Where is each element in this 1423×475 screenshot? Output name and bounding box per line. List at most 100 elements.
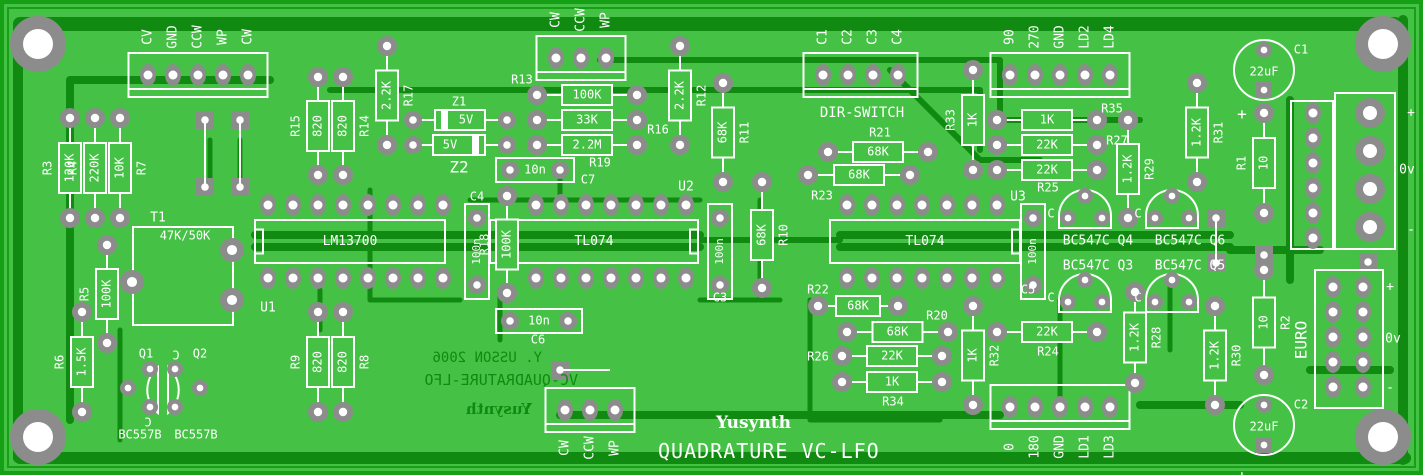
resistor-body [1203, 329, 1227, 382]
resistor-ref: R7 [135, 161, 149, 175]
resistor-ref: R12 [695, 85, 709, 107]
resistor-body [561, 134, 613, 156]
drill-hole [1123, 213, 1133, 223]
resistor-body [561, 84, 613, 106]
resistor-body [561, 109, 613, 131]
drill-hole [813, 301, 823, 311]
drill-hole [1363, 182, 1377, 196]
drill-hole [917, 273, 927, 283]
power-header-mta: +0v- [1290, 92, 1415, 250]
power-header-label: EURO [1292, 321, 1311, 360]
ic-value: TL074 [574, 234, 613, 249]
resistor-value: 100K [573, 88, 603, 102]
resistor-value: 68K [867, 145, 889, 159]
capacitor-value: 10n [528, 314, 550, 328]
drill-hole [77, 407, 87, 417]
drill-hole [681, 273, 691, 283]
drill-hole [1259, 108, 1269, 118]
drill-hole [1080, 402, 1090, 412]
drill-hole [1029, 214, 1037, 222]
resistor-body [1021, 109, 1073, 131]
capacitor-outline [495, 308, 583, 334]
drill-hole [942, 273, 952, 283]
header-pin-label: GND [1053, 435, 1068, 459]
resistor-ref: R23 [811, 189, 833, 203]
resistor-ref: R14 [358, 115, 372, 137]
resistor-value: 100K [500, 229, 514, 259]
resistor-ref: R32 [988, 345, 1002, 367]
collector-mark: C [1047, 207, 1054, 221]
drill-hole [968, 165, 978, 175]
resistor-value: 68K [755, 223, 769, 245]
capacitor-value: 22uF [1250, 420, 1279, 434]
header-pin-label: WP [216, 29, 231, 45]
drill-hole [1328, 382, 1338, 392]
drill-hole [968, 400, 978, 410]
drill-hole [893, 70, 903, 80]
drill-hole [1363, 220, 1377, 234]
resistor-body [866, 345, 918, 367]
diode-value: 5V [459, 113, 473, 127]
drill-hole [632, 115, 642, 125]
drill-hole [1363, 144, 1377, 158]
drill-hole [837, 351, 847, 361]
drill-hole [1358, 332, 1368, 342]
header-outline [535, 35, 627, 81]
capacitor-ref: C5 [1021, 283, 1035, 297]
resistor-body [70, 336, 94, 388]
drill-hole [842, 200, 852, 210]
resistor-body [58, 142, 82, 194]
capacitor-value: 100n [1026, 238, 1039, 265]
header-pin-label: C2 [841, 29, 856, 45]
drill-hole [168, 70, 178, 80]
header-pin-label: WP [599, 12, 614, 28]
drill-hole [126, 276, 138, 288]
drill-hole [1358, 382, 1368, 392]
drill-hole [581, 200, 591, 210]
resistor-ref: R3 [41, 161, 55, 175]
header-pin-label: GND [166, 25, 181, 49]
collector-mark: C [172, 348, 179, 362]
resistor-ref: R4 [66, 161, 80, 175]
drill-hole [409, 141, 417, 149]
drill-hole [631, 273, 641, 283]
resistor-body [961, 94, 985, 146]
resistor-ref: R25 [1037, 181, 1059, 195]
header-outline [802, 52, 919, 98]
drill-hole [867, 200, 877, 210]
power-plus: + [1407, 106, 1415, 121]
drill-hole [1328, 307, 1338, 317]
drill-hole [1098, 214, 1106, 222]
resistor-value: 1.2K [1190, 117, 1204, 147]
capacitor-value: 100n [470, 238, 483, 265]
resistor-ref: R31 [1212, 122, 1226, 144]
drill-hole [1308, 108, 1318, 118]
resistor-ref: R24 [1037, 345, 1059, 359]
drill-hole [1364, 258, 1372, 266]
drill-hole [1308, 133, 1318, 143]
resistor-value: 2.2M [573, 138, 602, 152]
drill-hole [263, 200, 273, 210]
resistor-ref: R16 [647, 123, 669, 137]
resistor-value: 1K [966, 348, 980, 363]
resistor-value: 1.2K [1208, 340, 1222, 370]
ic-ref: U1 [260, 301, 276, 316]
ic-value: LM13700 [323, 234, 378, 249]
resistor-body [108, 142, 132, 194]
drill-hole [1210, 400, 1220, 410]
drill-hole [905, 170, 915, 180]
drill-hole [313, 273, 323, 283]
